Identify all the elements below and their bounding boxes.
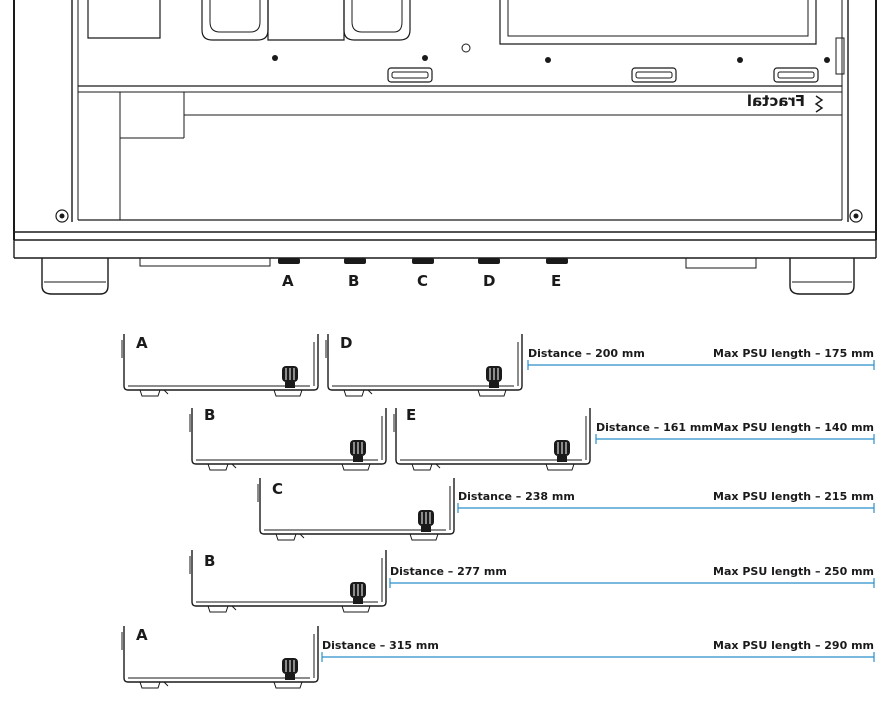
max-psu-label: Max PSU length – 175 mm	[713, 347, 874, 360]
bracket-e	[393, 407, 591, 471]
brand-logo: Fractal	[747, 92, 805, 110]
config-row-5: A Distance – 315 mm Max PSU length – 290…	[121, 625, 875, 689]
max-psu-label: Max PSU length – 290 mm	[713, 639, 874, 652]
position-label-c: C	[417, 272, 428, 290]
config-row-3: C Distance – 238 mm Max PSU length – 215…	[257, 477, 875, 541]
bracket-label: B	[204, 552, 215, 570]
bracket-label: A	[136, 626, 148, 644]
distance-label: Distance – 200 mm	[528, 347, 645, 360]
config-row-4: B Distance – 277 mm Max PSU length – 250…	[189, 549, 875, 613]
bracket-label: B	[204, 406, 215, 424]
case-illustration: Fractal A B C	[13, 0, 877, 295]
position-labels: A B C D E	[282, 272, 561, 290]
position-label-e: E	[551, 272, 561, 290]
mount-points	[278, 258, 568, 264]
bracket-label: A	[136, 334, 148, 352]
position-label-d: D	[483, 272, 495, 290]
distance-label: Distance – 277 mm	[390, 565, 507, 578]
config-row-1: A D Distance – 200 mm Max PSU length – 1…	[121, 333, 875, 397]
distance-label: Distance – 315 mm	[322, 639, 439, 652]
bracket-b	[189, 549, 387, 613]
max-psu-label: Max PSU length – 215 mm	[713, 490, 874, 503]
distance-label: Distance – 161 mm	[596, 421, 713, 434]
bracket-a	[121, 625, 319, 689]
distance-label: Distance – 238 mm	[458, 490, 575, 503]
bracket-c	[257, 477, 455, 541]
max-psu-label: Max PSU length – 140 mm	[713, 421, 874, 434]
bracket-label: C	[272, 480, 283, 498]
position-label-b: B	[348, 272, 359, 290]
bracket-label: D	[340, 334, 352, 352]
max-psu-label: Max PSU length – 250 mm	[713, 565, 874, 578]
bracket-b	[189, 407, 387, 471]
bracket-a	[121, 333, 319, 397]
position-label-a: A	[282, 272, 294, 290]
bracket-d	[325, 333, 523, 397]
config-row-2: B E Distance – 161 mm Max PSU length – 1…	[189, 406, 875, 471]
bracket-label: E	[406, 406, 416, 424]
svg-text:Fractal: Fractal	[747, 92, 805, 110]
